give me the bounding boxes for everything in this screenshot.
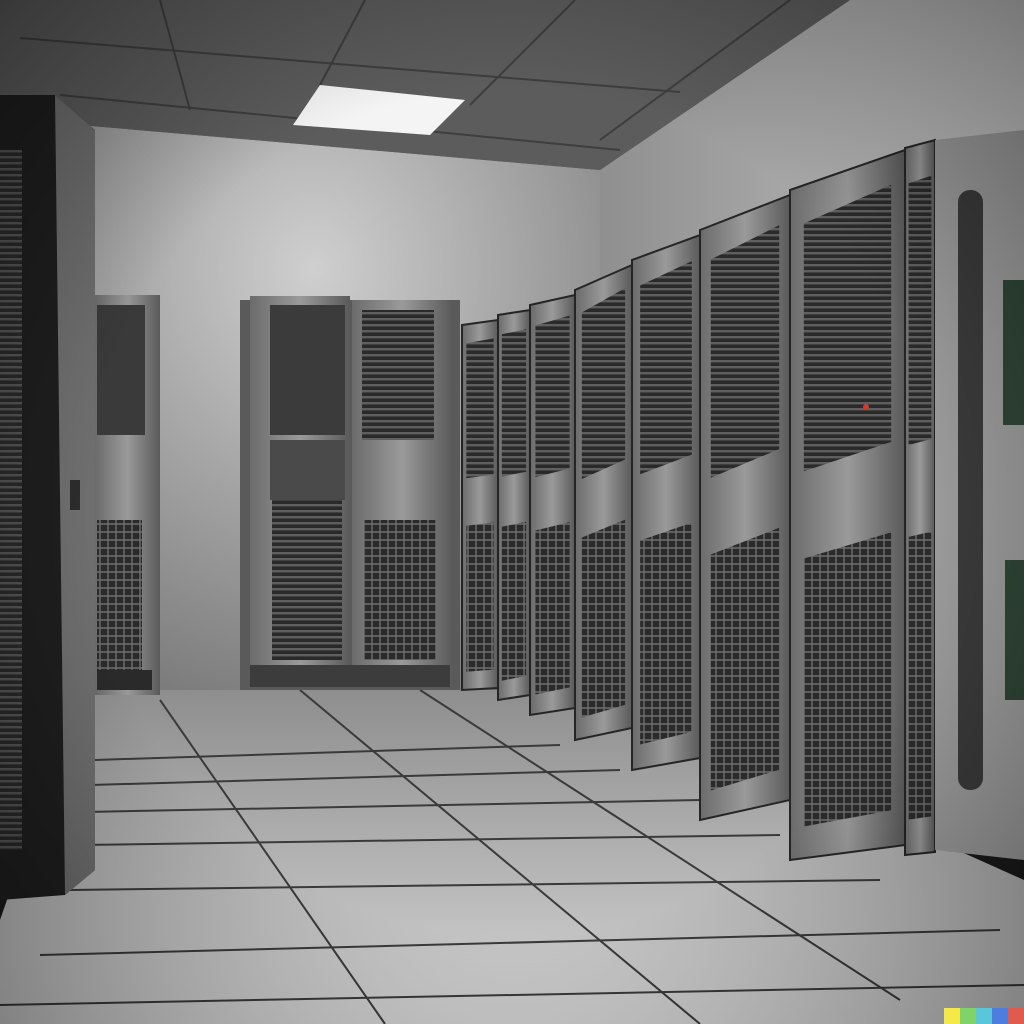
watermark-square [976, 1008, 992, 1024]
color-bar-watermark [944, 1008, 1024, 1024]
watermark-square [992, 1008, 1008, 1024]
watermark-square [960, 1008, 976, 1024]
watermark-square [1008, 1008, 1024, 1024]
watermark-square [944, 1008, 960, 1024]
